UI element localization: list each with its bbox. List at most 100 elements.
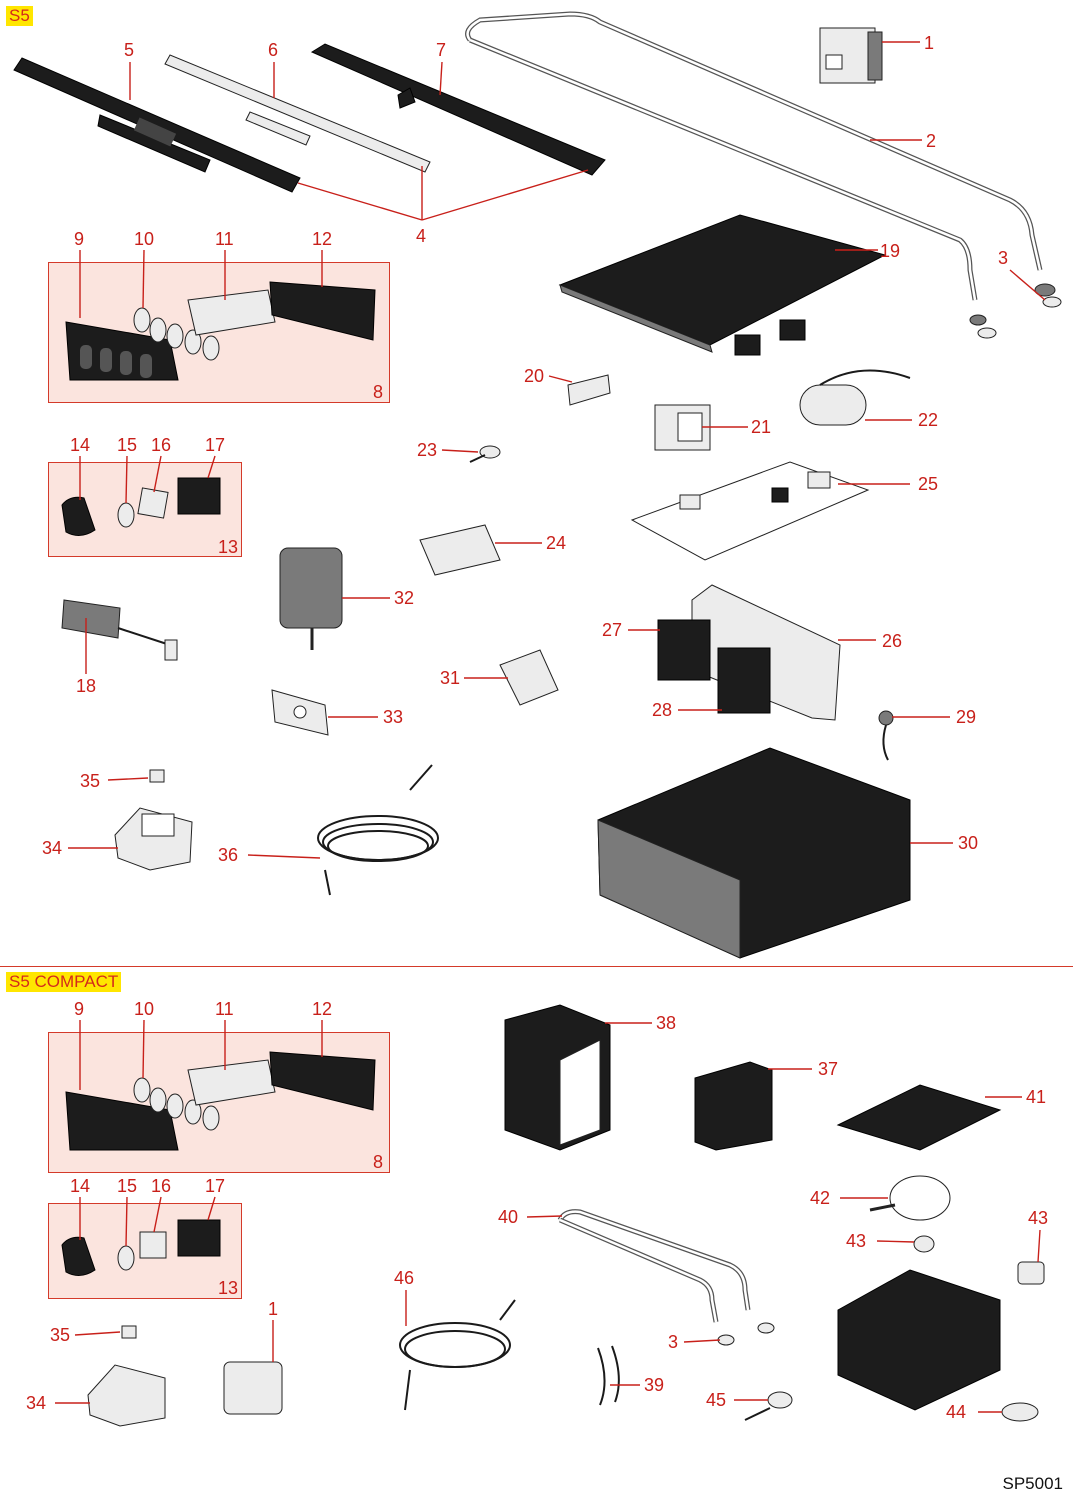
compact-part-housing-box [837,1269,1001,1411]
compact-part-16-switch [139,1231,167,1259]
label-4: 4 [416,226,426,246]
part-24-terminal-strip [419,524,501,576]
label-compact-12: 12 [312,999,332,1019]
compact-part-43-gland [1017,1261,1045,1285]
label-33: 33 [383,707,403,727]
label-1: 1 [924,33,934,53]
compact-part-44-grommet [1001,1402,1039,1422]
part-36-wire-harness [317,764,439,896]
compact-part-12-display-cover [269,1051,376,1111]
label-25: 25 [918,474,938,494]
label-12: 12 [312,229,332,249]
label-compact-8: 8 [373,1152,383,1172]
compact-part-37-cover [694,1061,773,1151]
label-compact-39: 39 [644,1375,664,1395]
part-3-fitting [969,283,1062,339]
part-5-control-strip [13,57,301,193]
label-18: 18 [76,676,96,696]
part-20-plate [567,374,611,406]
label-10: 10 [134,229,154,249]
part-23-thermal-fuse [469,445,501,463]
compact-part-1-terminal-block [223,1361,283,1415]
label-36: 36 [218,845,238,865]
part-22-capacitor [799,369,911,426]
part-18-ribbon-keypad [61,599,178,661]
label-compact-41: 41 [1026,1087,1046,1107]
label-7: 7 [436,40,446,60]
section-tag-s5-compact: S5 COMPACT [6,972,122,992]
label-19: 19 [880,241,900,261]
label-21: 21 [751,417,771,437]
label-compact-17: 17 [205,1176,225,1196]
label-compact-16: 16 [151,1176,171,1196]
part-12-display-cover [269,281,376,341]
label-34: 34 [42,838,62,858]
compact-part-34-solenoid-valve [87,1364,166,1427]
part-33-bracket [271,689,329,736]
label-compact-11: 11 [215,999,234,1019]
label-compact-43-bushing: 43 [846,1231,866,1251]
label-20: 20 [524,366,544,386]
label-compact-34: 34 [26,1393,46,1413]
part-7-rail [310,43,606,176]
compact-part-46-wire-harness [399,1299,516,1411]
compact-part-9-button-cluster [65,1091,179,1151]
label-compact-10: 10 [134,999,154,1019]
compact-part-3-fitting [717,1322,775,1346]
compact-part-42-motor [869,1175,951,1221]
part-2-heating-element [465,11,1043,301]
label-compact-1: 1 [268,1299,278,1319]
section-tag-s5: S5 [6,6,33,26]
part-29-sensor [878,710,894,761]
compact-part-41-cover-plate [836,1084,1002,1151]
compact-part-45-thermal-fuse [744,1391,793,1421]
drawing-code: SP5001 [1002,1474,1064,1493]
label-compact-15: 15 [117,1176,137,1196]
label-5: 5 [124,40,134,60]
label-compact-40: 40 [498,1207,518,1227]
compact-part-15-cap [117,1245,135,1271]
label-compact-14: 14 [70,1176,90,1196]
part-14-knob [61,496,96,536]
label-2: 2 [926,131,936,151]
label-compact-13: 13 [218,1278,238,1298]
compact-part-38-control-housing [504,1004,611,1151]
compact-part-43-bushing [913,1235,935,1253]
part-27-solid-state-relay [657,619,711,681]
label-9: 9 [74,229,84,249]
label-compact-46: 46 [394,1268,414,1288]
part-28-solid-state-relay [717,647,771,714]
part-6-perforated-bar [164,54,431,173]
label-17: 17 [205,435,225,455]
label-compact-9: 9 [74,999,84,1019]
label-3: 3 [998,248,1008,268]
part-16-switch [137,487,169,519]
compact-part-35-coil-connector [121,1325,137,1339]
compact-part-39-wire [597,1345,620,1406]
label-11: 11 [215,229,234,249]
label-22: 22 [918,410,938,430]
label-30: 30 [958,833,978,853]
part-10-button-caps [133,307,220,361]
label-24: 24 [546,533,566,553]
label-6: 6 [268,40,278,60]
label-compact-38: 38 [656,1013,676,1033]
part-labels: 1 2 3 4 5 6 7 8 9 10 11 12 13 14 15 16 1… [26,33,1048,1422]
part-25-circuit-board [630,461,870,561]
label-31: 31 [440,668,460,688]
part-11-switch-board [187,289,276,336]
label-26: 26 [882,631,902,651]
label-compact-42: 42 [810,1188,830,1208]
label-compact-37: 37 [818,1059,838,1079]
label-15: 15 [117,435,137,455]
label-compact-43-gland: 43 [1028,1208,1048,1228]
part-30-base-enclosure [597,747,911,959]
label-13: 13 [218,537,238,557]
part-35-coil-connector [149,769,165,783]
compact-part-17-block [177,1219,221,1257]
label-28: 28 [652,700,672,720]
leader-lines [55,41,1046,1413]
label-compact-35: 35 [50,1325,70,1345]
label-8: 8 [373,382,383,402]
